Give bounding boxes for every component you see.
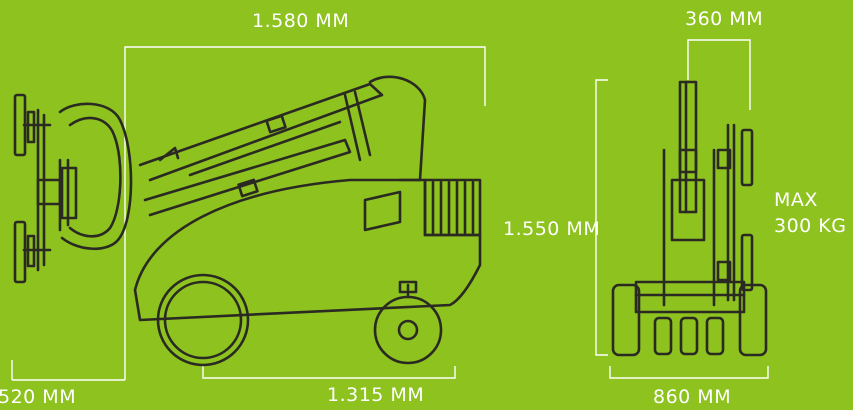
- track-bracket: [609, 366, 769, 379]
- wheelbase-bracket: [202, 366, 456, 379]
- overall-length-label: 1.580 MM: [252, 10, 350, 32]
- dimension-lines: [11, 39, 769, 381]
- capacity-line2: 300 KG: [774, 214, 847, 237]
- max-capacity-label: MAX 300 KG: [774, 188, 847, 239]
- top-width-label: 360 MM: [685, 8, 764, 30]
- height-bracket: [595, 79, 608, 356]
- wheelbase-label: 1.315 MM: [327, 384, 425, 406]
- capacity-line1: MAX: [774, 189, 818, 211]
- length-bracket: [124, 46, 486, 380]
- height-label: 1.550 MM: [503, 218, 601, 240]
- top-width-bracket: [687, 39, 751, 110]
- rear-view: [611, 80, 768, 357]
- front-overhang-label: 520 MM: [0, 386, 77, 408]
- side-view: [13, 75, 482, 367]
- track-width-label: 860 MM: [653, 386, 732, 408]
